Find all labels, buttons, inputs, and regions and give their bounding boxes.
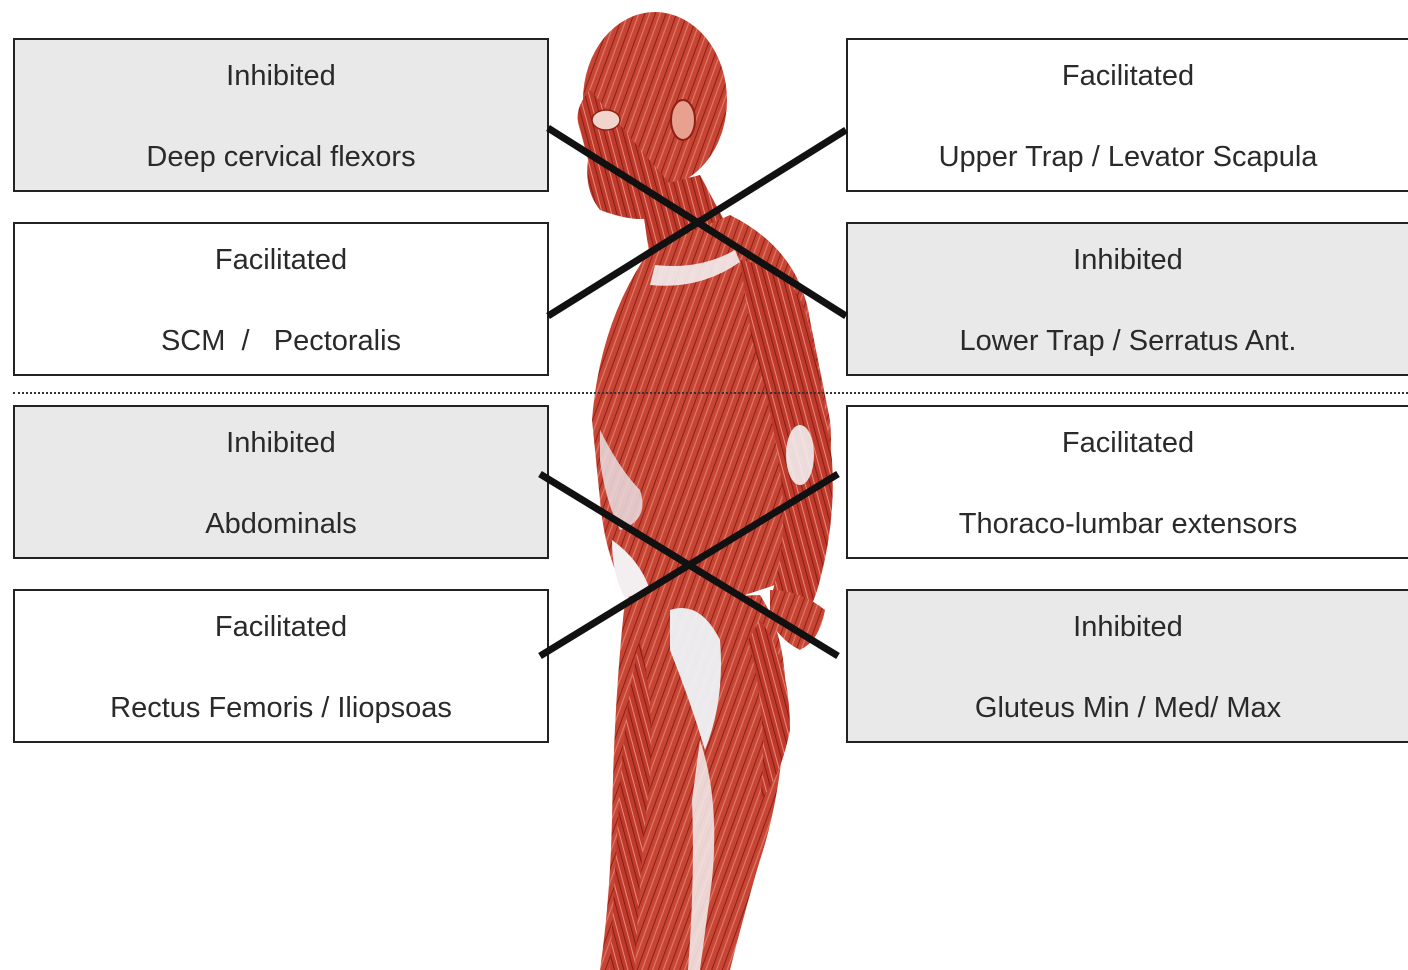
box-muscle-label: Thoraco-lumbar extensors (959, 504, 1297, 544)
box-status-label: Facilitated (215, 607, 347, 647)
box-muscle-label: Abdominals (205, 504, 357, 544)
hip-and-thigh-muscles (600, 595, 790, 970)
box-rectus-femoris-iliopsoas: Facilitated Rectus Femoris / Iliopsoas (13, 589, 549, 743)
box-muscle-label: Deep cervical flexors (146, 137, 415, 177)
box-deep-cervical-flexors: Inhibited Deep cervical flexors (13, 38, 549, 192)
box-status-label: Facilitated (215, 240, 347, 280)
box-status-label: Inhibited (226, 56, 336, 96)
box-gluteus: Inhibited Gluteus Min / Med/ Max (846, 589, 1408, 743)
box-status-label: Facilitated (1062, 423, 1194, 463)
box-muscle-label: Rectus Femoris / Iliopsoas (110, 688, 452, 728)
box-lower-trap-serratus: Inhibited Lower Trap / Serratus Ant. (846, 222, 1408, 376)
box-scm-pectoralis: Facilitated SCM / Pectoralis (13, 222, 549, 376)
box-muscle-label: Upper Trap / Levator Scapula (939, 137, 1318, 177)
box-status-label: Inhibited (1073, 240, 1183, 280)
box-muscle-label: Lower Trap / Serratus Ant. (960, 321, 1297, 361)
upper-lower-divider (13, 392, 1408, 394)
box-abdominals: Inhibited Abdominals (13, 405, 549, 559)
box-status-label: Inhibited (226, 423, 336, 463)
box-muscle-label: Gluteus Min / Med/ Max (975, 688, 1281, 728)
box-status-label: Facilitated (1062, 56, 1194, 96)
box-upper-trap-levator-scapula: Facilitated Upper Trap / Levator Scapula (846, 38, 1408, 192)
box-status-label: Inhibited (1073, 607, 1183, 647)
box-thoraco-lumbar-extensors: Facilitated Thoraco-lumbar extensors (846, 405, 1408, 559)
box-muscle-label: SCM / Pectoralis (161, 321, 401, 361)
